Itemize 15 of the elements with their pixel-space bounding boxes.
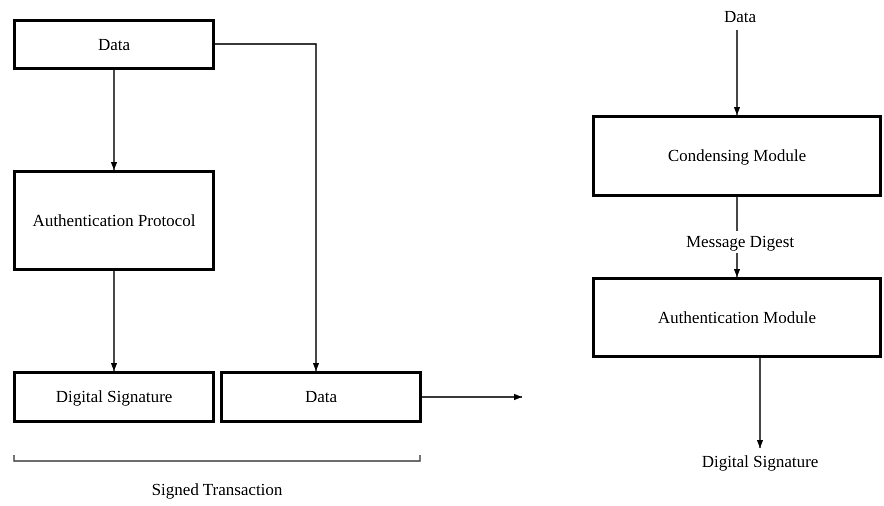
process-box: Condensing Module <box>592 115 882 197</box>
node-label: Data <box>710 4 770 30</box>
process-box: Digital Signature <box>13 371 215 423</box>
process-box: Authentication Module <box>592 277 882 358</box>
arrow <box>422 394 522 400</box>
arrow <box>756 358 764 448</box>
node-label: Digital Signature <box>660 448 860 476</box>
arrow <box>215 43 320 371</box>
arrow <box>110 271 118 371</box>
process-box: Data <box>220 371 422 423</box>
arrow <box>734 30 740 115</box>
arrow <box>110 70 118 170</box>
bracket-label: Signed Transaction <box>152 479 282 501</box>
process-box: Authentication Protocol <box>13 170 215 271</box>
process-box: Data <box>13 19 215 70</box>
